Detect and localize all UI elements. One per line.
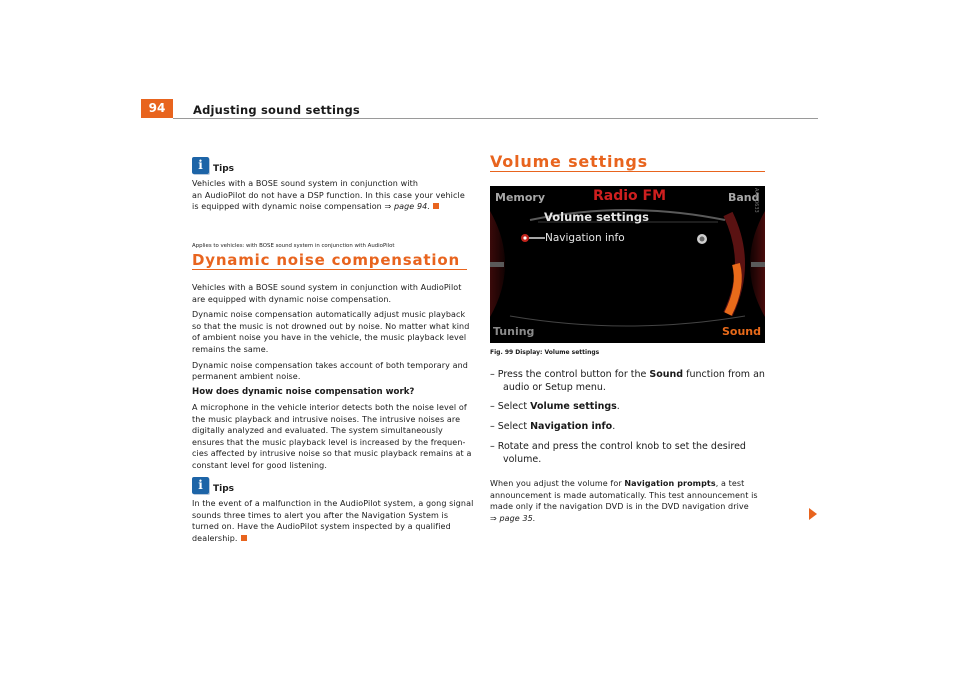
section-end-mark (433, 203, 439, 210)
step-4: – Rotate and press the control knob to s… (490, 441, 746, 465)
sound-label: Sound (722, 325, 762, 338)
next-page-arrow-icon[interactable] (809, 508, 817, 520)
page-reference-link[interactable]: ⇒ page 35. (490, 513, 536, 523)
image-code: AA4-0633 (753, 188, 759, 213)
band-label: Band (728, 191, 760, 204)
section-heading: Dynamic noise compensation (192, 251, 460, 269)
section-end-mark (240, 534, 247, 541)
info-icon: i (192, 157, 209, 174)
body-paragraphs: Vehicles with a BOSE sound system in con… (192, 283, 470, 382)
header-rule (173, 118, 818, 119)
page-number: 94 (141, 99, 173, 118)
explanation-paragraph: A microphone in the vehicle interior det… (192, 403, 472, 470)
section-heading: Volume settings (490, 152, 648, 171)
step-3: – Select Navigation info. (490, 421, 616, 432)
heading-rule (192, 269, 467, 270)
mmi-display-screenshot: Memory Radio FM Band Volume settings Nav… (490, 186, 765, 343)
memory-label: Memory (495, 191, 546, 204)
tips-label: Tips (213, 484, 235, 494)
step-1: – Press the control button for the Sound… (490, 369, 765, 393)
info-icon: i (192, 477, 209, 494)
tips-text: In the event of a malfunction in the Aud… (192, 499, 474, 543)
tuning-label: Tuning (493, 325, 535, 338)
menu-title: Volume settings (544, 210, 649, 224)
heading-rule (490, 171, 765, 172)
menu-item-navigation-info: Navigation info (545, 232, 625, 244)
applies-note: Applies to vehicles: with BOSE sound sys… (192, 243, 395, 249)
tips-text: Vehicles with a BOSE sound system in con… (192, 179, 465, 212)
figure-caption: Fig. 99 Display: Volume settings (490, 349, 600, 356)
note-paragraph: When you adjust the volume for Navigatio… (490, 479, 758, 523)
step-2: – Select Volume settings. (490, 401, 620, 412)
tips-label: Tips (213, 164, 235, 174)
page-reference-link[interactable]: ⇒ page 94. (384, 202, 430, 212)
display-frame (490, 186, 765, 343)
radio-title: Radio FM (593, 188, 667, 204)
running-title: Adjusting sound settings (193, 103, 360, 117)
subheading: How does dynamic noise compensation work… (192, 387, 415, 397)
